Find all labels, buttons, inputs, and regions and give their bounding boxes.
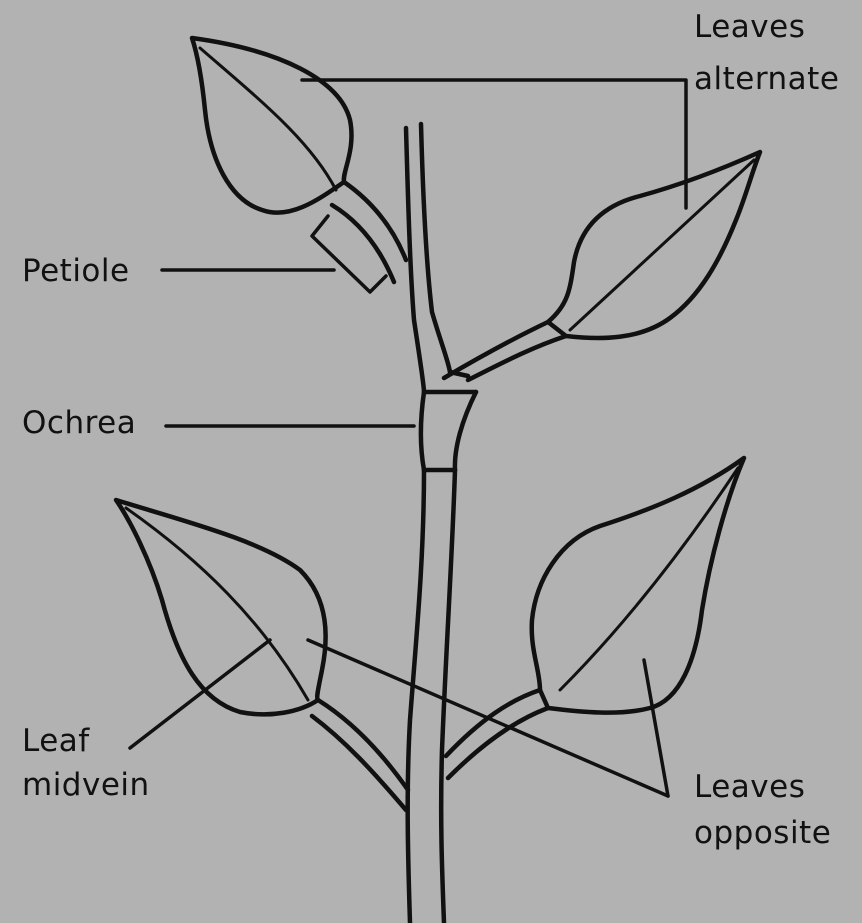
upper-right-petiole: [444, 322, 566, 380]
lower-right-leaf: [532, 458, 744, 713]
lower-left-petiole: [312, 700, 408, 810]
leader-leaves-opposite-left: [308, 640, 668, 796]
lower-right-petiole: [446, 690, 548, 778]
leader-leaves-opposite-right: [644, 660, 668, 796]
label-ochrea: Ochrea: [22, 404, 136, 442]
label-leaves-opposite-line2: opposite: [694, 814, 831, 852]
label-petiole: Petiole: [22, 252, 130, 290]
label-leaves-alternate-line1: Leaves: [694, 8, 805, 46]
leader-leaves-alternate: [302, 80, 686, 208]
leader-petiole-bracket: [312, 216, 386, 292]
upper-right-leaf: [548, 152, 760, 338]
label-leaf-midvein-line1: Leaf: [22, 722, 90, 760]
label-leaf-midvein-line2: midvein: [22, 766, 150, 804]
lower-left-leaf: [116, 500, 326, 714]
leader-leaf-midvein: [130, 640, 270, 748]
label-leaves-opposite-line1: Leaves: [694, 768, 805, 806]
upper-left-leaf: [192, 38, 352, 213]
label-leaves-alternate-line2: alternate: [694, 60, 839, 98]
ochrea-sheath: [421, 372, 476, 470]
stem: [406, 124, 455, 923]
